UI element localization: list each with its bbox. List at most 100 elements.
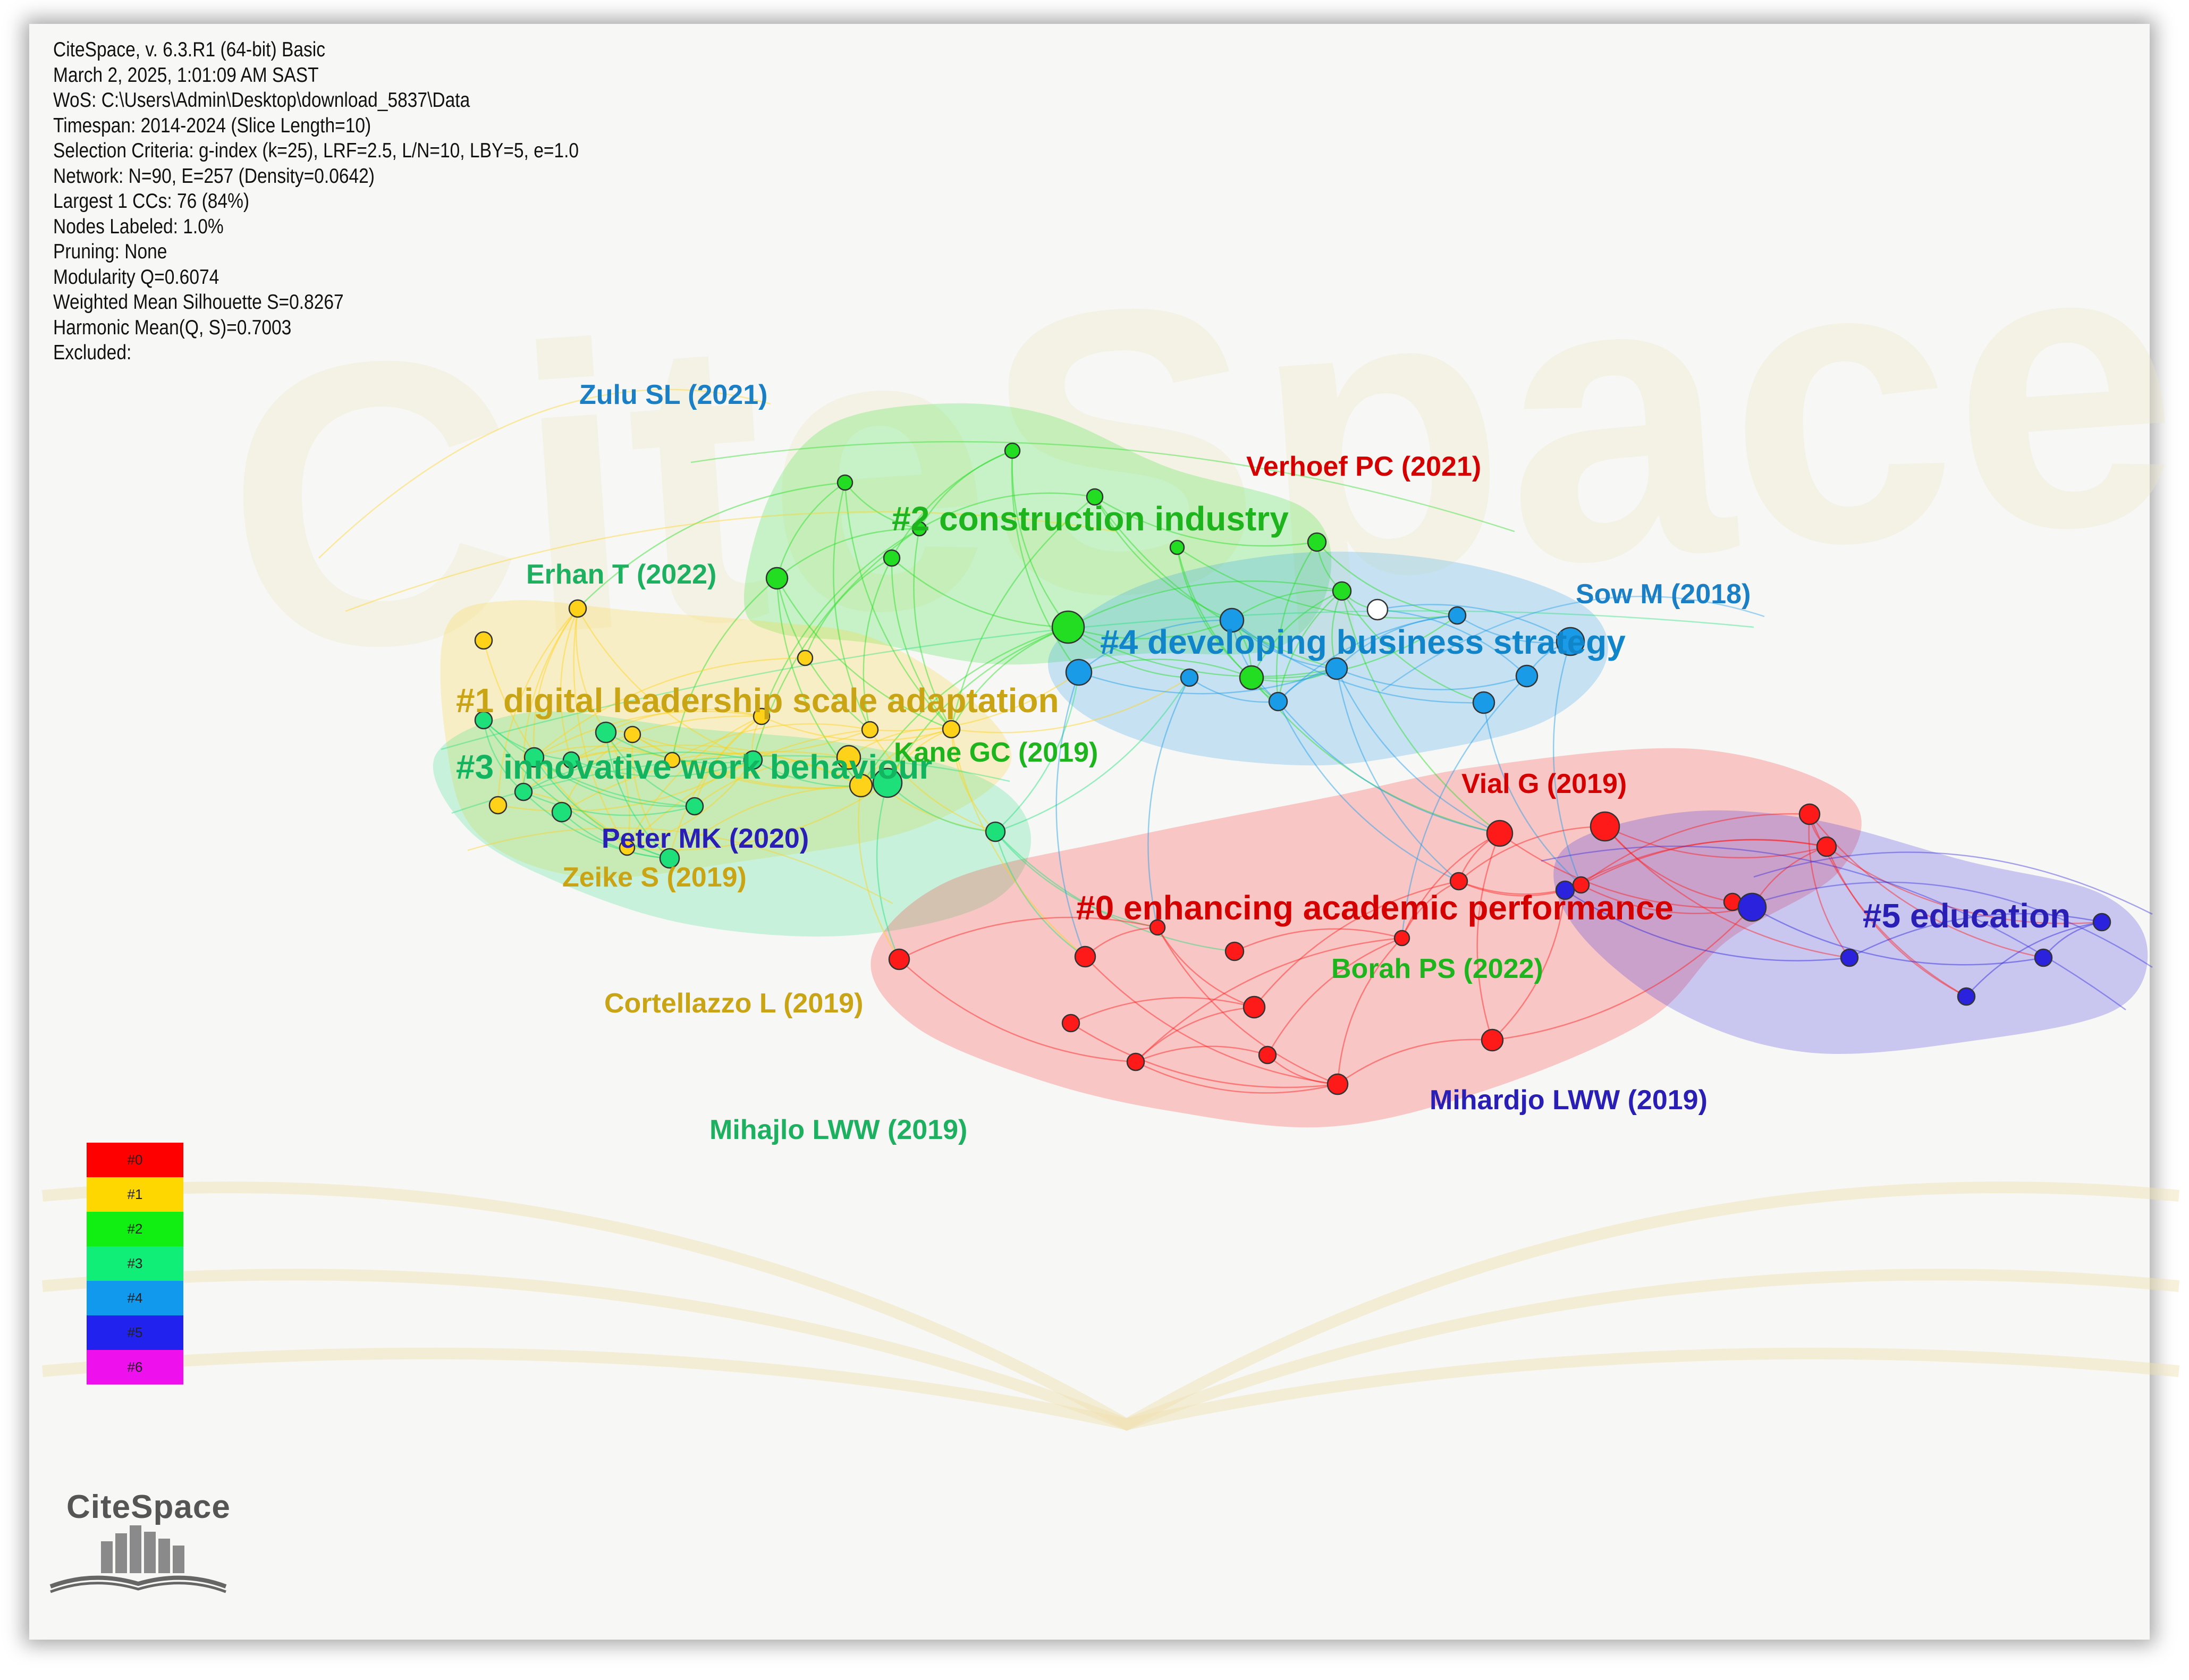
citation-node[interactable] — [619, 839, 636, 856]
author-label-zulu[interactable]: Zulu SL (2021) — [579, 379, 767, 410]
citation-node[interactable] — [1307, 532, 1327, 552]
citation-node[interactable] — [1393, 930, 1410, 947]
citation-node[interactable] — [1061, 1014, 1080, 1033]
citation-node[interactable] — [888, 948, 910, 970]
citation-node[interactable] — [474, 711, 493, 730]
edge — [1377, 609, 1527, 677]
citation-node[interactable] — [753, 707, 771, 725]
citation-node[interactable] — [883, 549, 901, 567]
citation-node[interactable] — [2034, 948, 2053, 967]
citation-node[interactable] — [2092, 913, 2111, 932]
citation-node[interactable] — [942, 720, 961, 739]
citation-node[interactable] — [1224, 941, 1245, 961]
citation-node[interactable] — [488, 796, 508, 815]
citation-node[interactable] — [1051, 610, 1085, 644]
edge — [669, 716, 762, 859]
cluster-label-5[interactable]: #5 education — [1863, 897, 2070, 935]
citation-node[interactable] — [849, 773, 873, 798]
citation-node[interactable] — [1472, 691, 1495, 714]
author-label-sow[interactable]: Sow M (2018) — [1576, 579, 1751, 610]
citation-node[interactable] — [1243, 995, 1266, 1019]
citation-node[interactable] — [1481, 1028, 1504, 1052]
edge — [1316, 542, 1458, 617]
citation-node[interactable] — [1086, 488, 1104, 506]
citation-node[interactable] — [765, 567, 789, 590]
edge — [631, 734, 671, 859]
cluster-label-0[interactable]: #0 enhancing academic performance — [1076, 889, 1674, 927]
citation-node[interactable] — [1366, 598, 1389, 621]
citation-node[interactable] — [836, 474, 853, 491]
citation-node[interactable] — [1332, 581, 1352, 601]
edge — [1581, 813, 1810, 885]
edge — [497, 759, 754, 812]
author-label-mihajlo[interactable]: Mihajlo LWW (2019) — [709, 1115, 967, 1145]
edge — [1135, 1061, 1338, 1094]
author-label-mihardjo[interactable]: Mihardjo LWW (2019) — [1430, 1085, 1708, 1116]
citation-node[interactable] — [1219, 607, 1245, 633]
citation-node[interactable] — [1798, 803, 1821, 825]
citation-node[interactable] — [1556, 627, 1585, 656]
citation-node[interactable] — [1004, 442, 1021, 459]
citation-node[interactable] — [872, 767, 903, 798]
author-label-peter[interactable]: Peter MK (2020) — [602, 823, 809, 854]
cluster-label-1[interactable]: #1 digital leadership scale adaptation — [456, 681, 1059, 720]
citation-node[interactable] — [743, 750, 763, 770]
citation-node[interactable] — [1816, 836, 1837, 857]
citation-node[interactable] — [836, 745, 861, 770]
citation-node[interactable] — [1957, 987, 1976, 1006]
author-label-verhoef[interactable]: Verhoef PC (2021) — [1246, 451, 1481, 482]
edge — [1078, 659, 1252, 679]
citation-node[interactable] — [1074, 945, 1096, 968]
cluster-label-3[interactable]: #3 innovative work behaviour — [456, 748, 932, 786]
author-label-cortellazzo[interactable]: Cortellazzo L (2019) — [604, 988, 863, 1019]
citation-node[interactable] — [1737, 892, 1767, 922]
citation-node[interactable] — [568, 599, 587, 618]
edge — [863, 558, 893, 730]
citation-node[interactable] — [1180, 668, 1199, 687]
author-label-borah[interactable]: Borah PS (2022) — [1331, 953, 1543, 984]
citation-node[interactable] — [861, 721, 879, 739]
citation-node[interactable] — [1325, 657, 1348, 680]
citation-node[interactable] — [1840, 948, 1859, 967]
citation-node[interactable] — [514, 782, 533, 801]
citation-node[interactable] — [1239, 665, 1264, 690]
network-info-panel: CiteSpace, v. 6.3.R1 (64-bit) Basic Marc… — [53, 37, 664, 366]
citation-node[interactable] — [1268, 691, 1288, 712]
edge — [950, 496, 1095, 730]
citation-node[interactable] — [985, 821, 1006, 842]
citation-node[interactable] — [1126, 1052, 1145, 1071]
citation-node[interactable] — [1065, 659, 1093, 686]
citation-node[interactable] — [1448, 606, 1467, 625]
citation-node[interactable] — [623, 725, 641, 744]
citation-node[interactable] — [911, 521, 927, 537]
citation-node[interactable] — [562, 751, 580, 769]
cluster-label-4[interactable]: #4 developing business strategy — [1100, 623, 1626, 661]
citation-node[interactable] — [1169, 539, 1185, 555]
author-label-zeike[interactable]: Zeike S (2019) — [562, 862, 747, 893]
edge — [483, 720, 524, 792]
citation-node[interactable] — [1449, 872, 1468, 891]
citation-node[interactable] — [595, 721, 617, 744]
edge — [994, 831, 1086, 958]
citation-node[interactable] — [1590, 811, 1620, 842]
citation-node[interactable] — [1326, 1073, 1349, 1095]
citation-node[interactable] — [1258, 1045, 1277, 1065]
citation-node[interactable] — [1149, 919, 1166, 936]
citation-node[interactable] — [1486, 820, 1514, 847]
citation-node[interactable] — [685, 797, 704, 816]
edge — [886, 626, 1069, 783]
cluster-label-2[interactable]: #2 construction industry — [892, 500, 1289, 538]
citation-node[interactable] — [1555, 880, 1575, 900]
network-nodes[interactable] — [474, 442, 2111, 1095]
citation-node[interactable] — [474, 631, 493, 650]
citation-node[interactable] — [551, 801, 572, 823]
citation-node[interactable] — [664, 752, 681, 769]
author-label-kane[interactable]: Kane GC (2019) — [894, 737, 1098, 768]
citation-node[interactable] — [797, 649, 814, 666]
citation-node[interactable] — [1515, 664, 1539, 688]
author-label-vial[interactable]: Vial G (2019) — [1461, 769, 1627, 799]
citation-node[interactable] — [523, 747, 545, 768]
author-label-erhan[interactable]: Erhan T (2022) — [526, 559, 716, 590]
citation-node[interactable] — [659, 848, 680, 869]
